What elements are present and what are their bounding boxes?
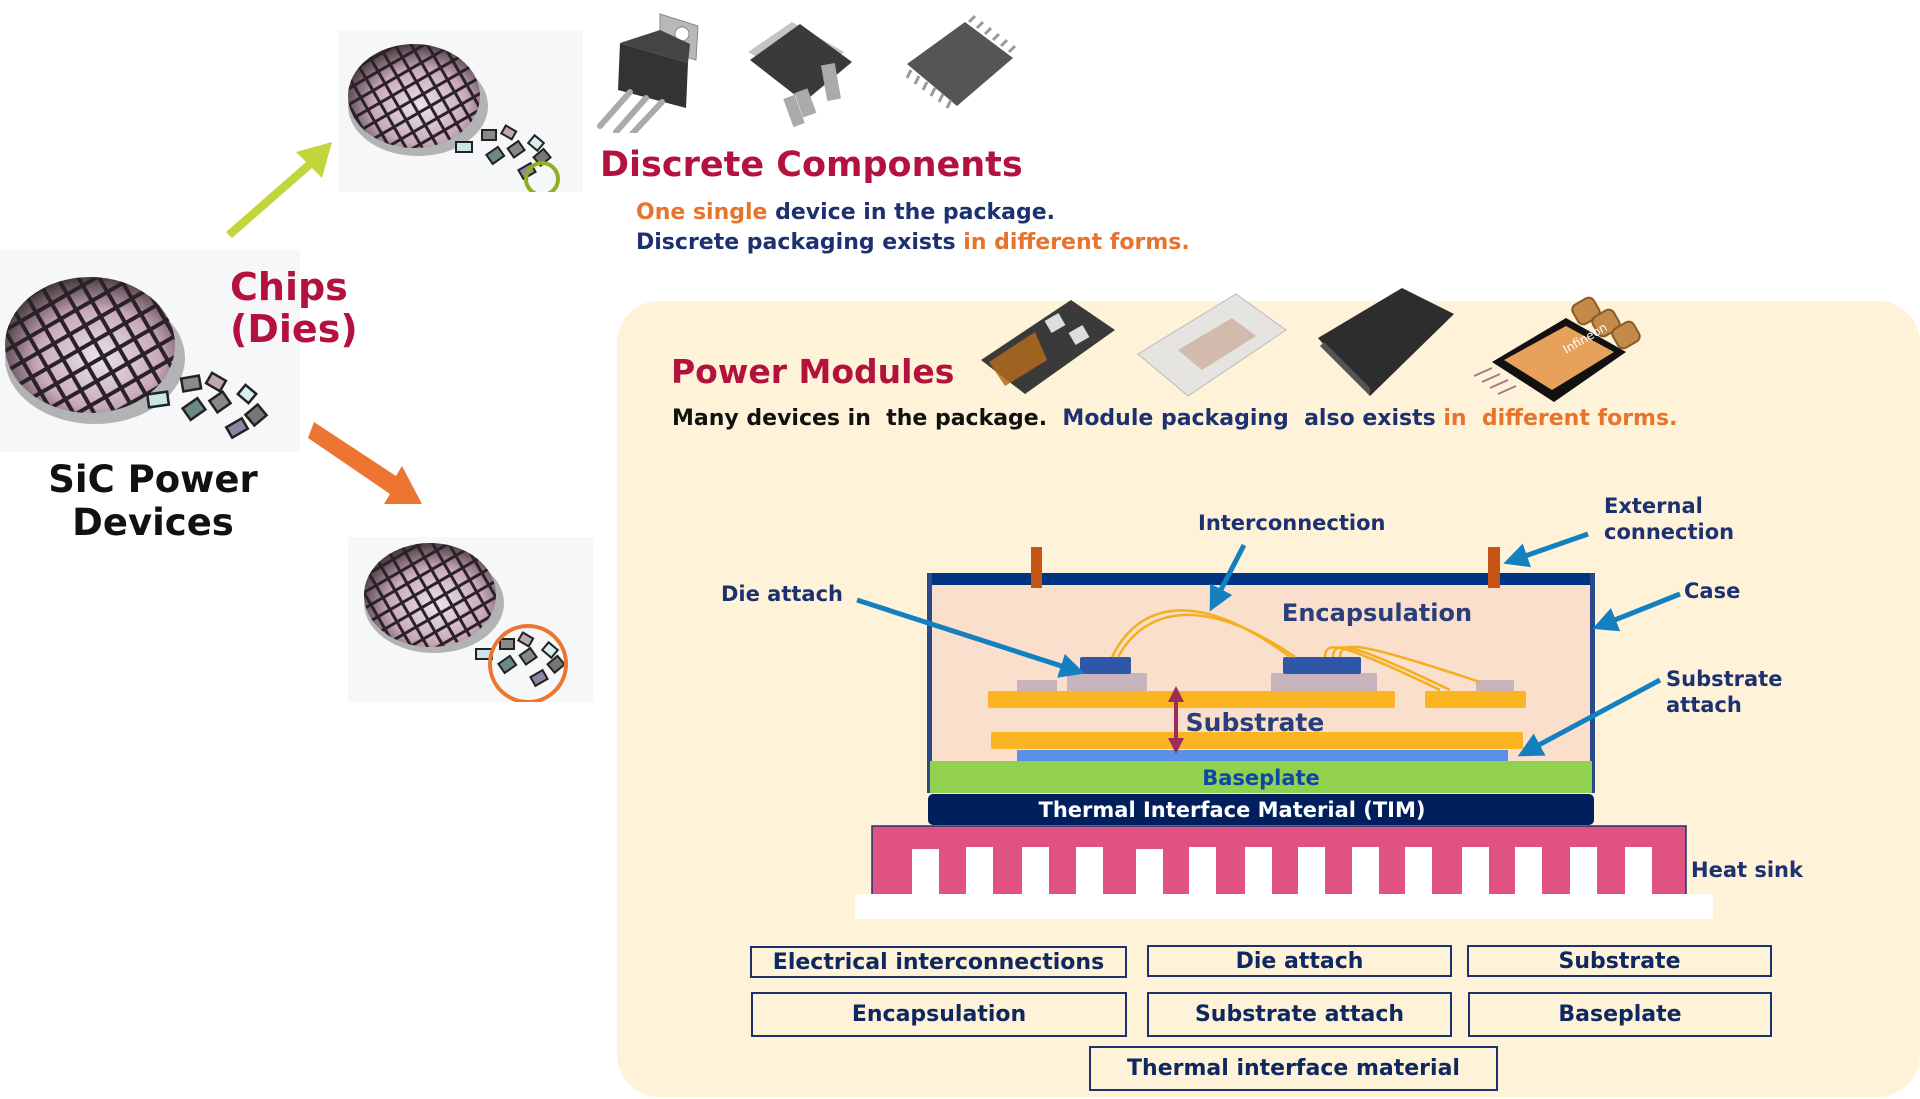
discrete-desc-2a: Discrete packaging exists — [636, 230, 956, 255]
encapsulation-text: Encapsulation — [1282, 599, 1472, 627]
die-chip-1 — [1080, 657, 1131, 674]
die-attach-pad-2 — [1476, 680, 1514, 691]
module-image-infineon: Infineon — [1473, 296, 1641, 402]
substrate-attach-callout-arrow — [1517, 677, 1662, 757]
d2pak-package-icon — [748, 22, 852, 128]
die-attach-callout-arrow — [856, 597, 1085, 678]
substrate-bottom-copper — [991, 732, 1523, 749]
heat-sink-fins — [912, 847, 1652, 896]
die-attach-layer-2 — [1271, 673, 1377, 691]
sic-power-devices-label: SiC Power Devices — [38, 458, 268, 544]
case-label: Case — [1684, 579, 1741, 603]
substrate-attach-layer — [1017, 750, 1508, 762]
chips-label-line2: (Dies) — [230, 307, 358, 351]
baseplate-layer — [930, 761, 1592, 793]
die-attach-label: Die attach — [721, 582, 844, 606]
discrete-components-title: Discrete Components — [600, 145, 1023, 185]
soic-package-icon — [905, 14, 1017, 109]
sic-label-line2: Devices — [72, 501, 234, 544]
category-box-substrate-attach: Substrate attach — [1147, 992, 1452, 1037]
module-image-1 — [981, 300, 1115, 394]
case-lid — [927, 573, 1595, 585]
power-modules-title: Power Modules — [671, 352, 955, 391]
die-chip-2 — [1283, 657, 1361, 674]
external-pin-right — [1488, 547, 1500, 588]
modules-desc-c: in different forms. — [1435, 406, 1678, 431]
modules-desc-b: Module packaging also exists — [1062, 406, 1436, 431]
to220-package-icon — [597, 13, 699, 133]
bond-wires — [1110, 609, 1481, 692]
wafer-image-discrete — [338, 30, 583, 197]
category-box-baseplate: Baseplate — [1468, 992, 1772, 1037]
wafer-image-main — [0, 250, 300, 452]
die-attach-pad — [1017, 680, 1057, 691]
tim-layer — [928, 794, 1594, 825]
heat-sink — [871, 825, 1687, 896]
category-box-electrical-interconnections: Electrical interconnections — [750, 946, 1127, 978]
category-box-encapsulation: Encapsulation — [751, 992, 1127, 1037]
baseplate-text: Baseplate — [1202, 766, 1320, 790]
category-box-substrate: Substrate — [1467, 945, 1772, 977]
green-arrow-icon — [226, 142, 332, 238]
discrete-desc-1b: device in the package. — [767, 200, 1056, 225]
substrate-attach-line2: attach — [1666, 693, 1742, 717]
substrate-attach-line1: Substrate — [1666, 667, 1783, 691]
chips-label: Chips (Dies) — [230, 266, 358, 350]
discrete-desc-2b: in different forms. — [955, 230, 1190, 255]
substrate-text: Substrate — [1186, 708, 1325, 737]
case-wall-left — [927, 573, 932, 793]
category-box-thermal-interface-material: Thermal interface material — [1089, 1046, 1498, 1091]
external-connection-line2: connection — [1604, 520, 1735, 544]
category-box-die-attach: Die attach — [1147, 945, 1452, 977]
modules-description: Many devices in the package. Module pack… — [672, 404, 1677, 434]
sic-label-line1: SiC Power — [48, 458, 258, 501]
heat-sink-base-surface — [855, 894, 1713, 919]
external-pin-left — [1031, 547, 1042, 588]
substrate-top-copper-1 — [988, 691, 1395, 708]
external-connection-line1: External — [1604, 494, 1703, 518]
discrete-description: One single device in the package. Discre… — [636, 198, 1190, 258]
tim-text: Thermal Interface Material (TIM) — [1039, 798, 1426, 822]
module-image-3 — [1318, 288, 1454, 396]
interconnection-callout-arrow — [1209, 543, 1247, 612]
module-image-2 — [1137, 293, 1287, 397]
external-connection-callout-arrow — [1503, 531, 1589, 568]
substrate-attach-label: Substrate attach — [1666, 666, 1782, 718]
interconnection-label: Interconnection — [1198, 511, 1386, 535]
die-attach-layer-1 — [1067, 673, 1147, 691]
orange-arrow-icon — [308, 422, 422, 504]
external-connection-label: External connection — [1604, 493, 1734, 545]
case-wall-right — [1590, 573, 1595, 793]
discrete-desc-1a: One single — [636, 200, 768, 225]
wafer-image-modules — [348, 537, 593, 704]
substrate-top-copper-2 — [1425, 691, 1526, 708]
chips-label-line1: Chips — [230, 265, 348, 309]
case-callout-arrow — [1592, 591, 1681, 632]
heat-sink-label: Heat sink — [1691, 858, 1803, 882]
modules-desc-a: Many devices in the package. — [672, 406, 1048, 431]
